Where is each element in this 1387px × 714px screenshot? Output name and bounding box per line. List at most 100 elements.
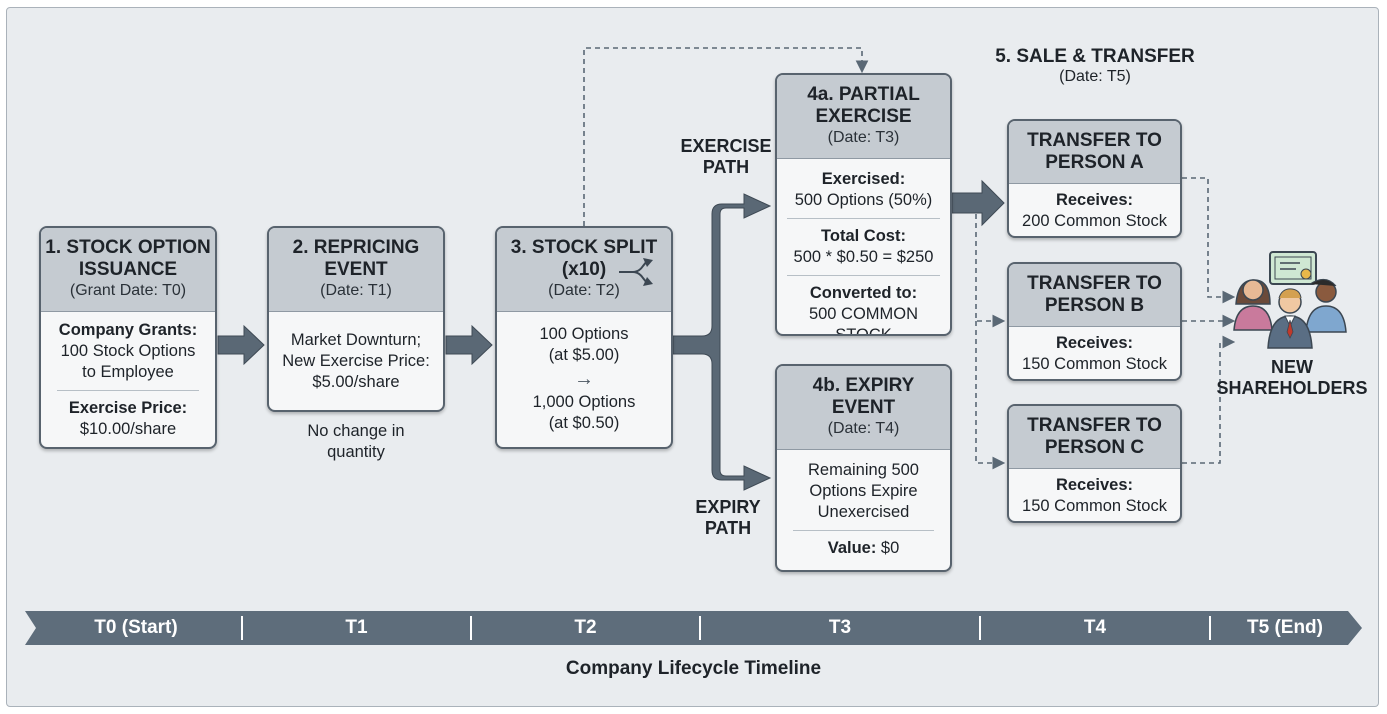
timeline-cell-t1: T1 xyxy=(345,617,368,638)
arrow-partial-to-transfer-a xyxy=(951,179,1005,227)
box-transfer-person-c: TRANSFER TO PERSON C Receives: 150 Commo… xyxy=(1007,404,1182,523)
label-line: NEW xyxy=(1271,357,1313,377)
dashed-partial-to-transfer-b xyxy=(975,214,1006,328)
box-title: (x10) xyxy=(561,259,607,280)
box-header: 4a. PARTIAL EXERCISE (Date: T3) xyxy=(777,75,950,159)
before-line: (at $5.00) xyxy=(548,346,620,364)
box-header: 1. STOCK OPTION ISSUANCE (Grant Date: T0… xyxy=(41,228,215,312)
arrow-split-branch xyxy=(672,193,772,491)
sale-title: 5. SALE & TRANSFER xyxy=(995,46,1195,67)
price-label: Exercise Price: xyxy=(68,399,188,417)
timeline-caption: Company Lifecycle Timeline xyxy=(565,658,822,679)
value-label: Value: xyxy=(827,539,877,557)
box-stock-option-issuance: 1. STOCK OPTION ISSUANCE (Grant Date: T0… xyxy=(39,226,217,449)
timeline-cell-t3: T3 xyxy=(828,617,852,638)
repricing-note: No change in quantity xyxy=(267,421,445,463)
receives-value: 150 Common Stock xyxy=(1022,355,1167,373)
box-date: (Grant Date: T0) xyxy=(69,282,187,299)
timeline-bar xyxy=(25,611,1362,645)
box-title: TRANSFER TO xyxy=(1027,273,1162,294)
box-title: PERSON A xyxy=(1045,152,1144,173)
exercised-label: Exercised: xyxy=(821,170,906,188)
box-title: PERSON C xyxy=(1044,437,1145,458)
box-title: 2. REPRICING xyxy=(292,237,420,258)
box-date: (Date: T4) xyxy=(827,420,900,437)
box-title: PERSON B xyxy=(1044,295,1145,316)
label-line: PATH xyxy=(704,518,752,538)
body-line: Unexercised xyxy=(817,503,910,521)
sale-transfer-heading: 5. SALE & TRANSFER (Date: T5) xyxy=(985,46,1205,87)
box-title: ISSUANCE xyxy=(78,259,178,280)
new-shareholders-label: NEW SHAREHOLDERS xyxy=(1212,357,1372,399)
box-title: 1. STOCK OPTION xyxy=(45,237,211,258)
new-shareholders-icon-group xyxy=(1233,251,1347,349)
divider xyxy=(57,390,199,391)
body-line: $5.00/share xyxy=(312,373,400,391)
dashed-split-to-partial xyxy=(583,47,869,226)
receives-label: Receives: xyxy=(1055,476,1134,494)
note-line: No change in xyxy=(307,422,405,440)
right-arrow-icon: → xyxy=(574,368,594,390)
converted-value: 500 COMMON STOCK xyxy=(808,305,919,336)
exercise-path-label: EXERCISE PATH xyxy=(676,136,776,178)
box-header: 4b. EXPIRY EVENT (Date: T4) xyxy=(777,366,950,450)
dashed-transfer-a-to-shareholders xyxy=(1182,177,1236,304)
value-amount: $0 xyxy=(880,539,900,557)
box-title: EXERCISE xyxy=(815,106,912,127)
dashed-transfer-c-to-shareholders xyxy=(1182,335,1236,464)
box-title: EVENT xyxy=(831,397,896,418)
after-line: (at $0.50) xyxy=(548,414,620,432)
timeline-cell-t0: T0 (Start) xyxy=(94,617,178,638)
divider xyxy=(793,530,934,531)
receives-value: 200 Common Stock xyxy=(1022,212,1167,230)
box-title: 3. STOCK SPLIT xyxy=(510,237,658,258)
price-value: $10.00/share xyxy=(79,420,177,438)
box-title: TRANSFER TO xyxy=(1027,415,1162,436)
cost-value: 500 * $0.50 = $250 xyxy=(793,248,934,266)
body-line: Market Downturn; xyxy=(290,331,422,349)
exercised-value: 500 Options (50%) xyxy=(794,191,933,209)
body-line: Options Expire xyxy=(809,482,918,500)
box-title: EVENT xyxy=(324,259,388,280)
box-expiry-event: 4b. EXPIRY EVENT (Date: T4) Remaining 50… xyxy=(775,364,952,572)
after-line: 1,000 Options xyxy=(532,393,636,411)
note-line: quantity xyxy=(327,443,385,461)
box-header: TRANSFER TO PERSON B xyxy=(1009,264,1180,327)
dashed-partial-to-transfer-c xyxy=(975,321,1006,470)
arrow-repricing-to-split xyxy=(445,324,493,366)
receives-value: 150 Common Stock xyxy=(1022,497,1167,515)
certificate-icon xyxy=(1269,251,1317,285)
label-line: SHAREHOLDERS xyxy=(1216,378,1368,398)
box-header: TRANSFER TO PERSON C xyxy=(1009,406,1180,469)
label-line: PATH xyxy=(702,157,750,177)
converted-label: Converted to: xyxy=(809,284,918,302)
box-partial-exercise: 4a. PARTIAL EXERCISE (Date: T3) Exercise… xyxy=(775,73,952,336)
arrow-issuance-to-repricing xyxy=(217,324,265,366)
sale-date: (Date: T5) xyxy=(1059,68,1131,85)
grant-label: Company Grants: xyxy=(58,321,198,339)
box-date: (Date: T2) xyxy=(548,282,620,299)
box-date: (Date: T1) xyxy=(320,282,392,299)
body-line: Remaining 500 xyxy=(808,461,919,479)
box-stock-split: 3. STOCK SPLIT (x10) (Date: T2) 100 Opti… xyxy=(495,226,673,449)
receives-label: Receives: xyxy=(1055,334,1134,352)
split-arrows-icon xyxy=(619,258,653,286)
box-header: TRANSFER TO PERSON A xyxy=(1009,121,1180,184)
label-line: EXPIRY xyxy=(695,497,761,517)
timeline-cell-t2: T2 xyxy=(574,617,597,638)
box-transfer-person-a: TRANSFER TO PERSON A Receives: 200 Commo… xyxy=(1007,119,1182,238)
box-repricing-event: 2. REPRICING EVENT (Date: T1) Market Dow… xyxy=(267,226,445,412)
box-transfer-person-b: TRANSFER TO PERSON B Receives: 150 Commo… xyxy=(1007,262,1182,381)
box-title: 4b. EXPIRY xyxy=(812,375,915,396)
timeline-cell-t4: T4 xyxy=(1083,617,1107,638)
divider xyxy=(787,275,940,276)
people-group-icon xyxy=(1233,279,1347,349)
body-line: New Exercise Price: xyxy=(282,352,430,370)
box-title: 4a. PARTIAL xyxy=(807,84,920,105)
divider xyxy=(787,218,940,219)
box-header: 3. STOCK SPLIT (x10) (Date: T2) xyxy=(497,228,671,312)
grant-line: 100 Stock Options xyxy=(60,342,196,360)
grant-line: to Employee xyxy=(82,363,174,381)
box-header: 2. REPRICING EVENT (Date: T1) xyxy=(269,228,443,312)
